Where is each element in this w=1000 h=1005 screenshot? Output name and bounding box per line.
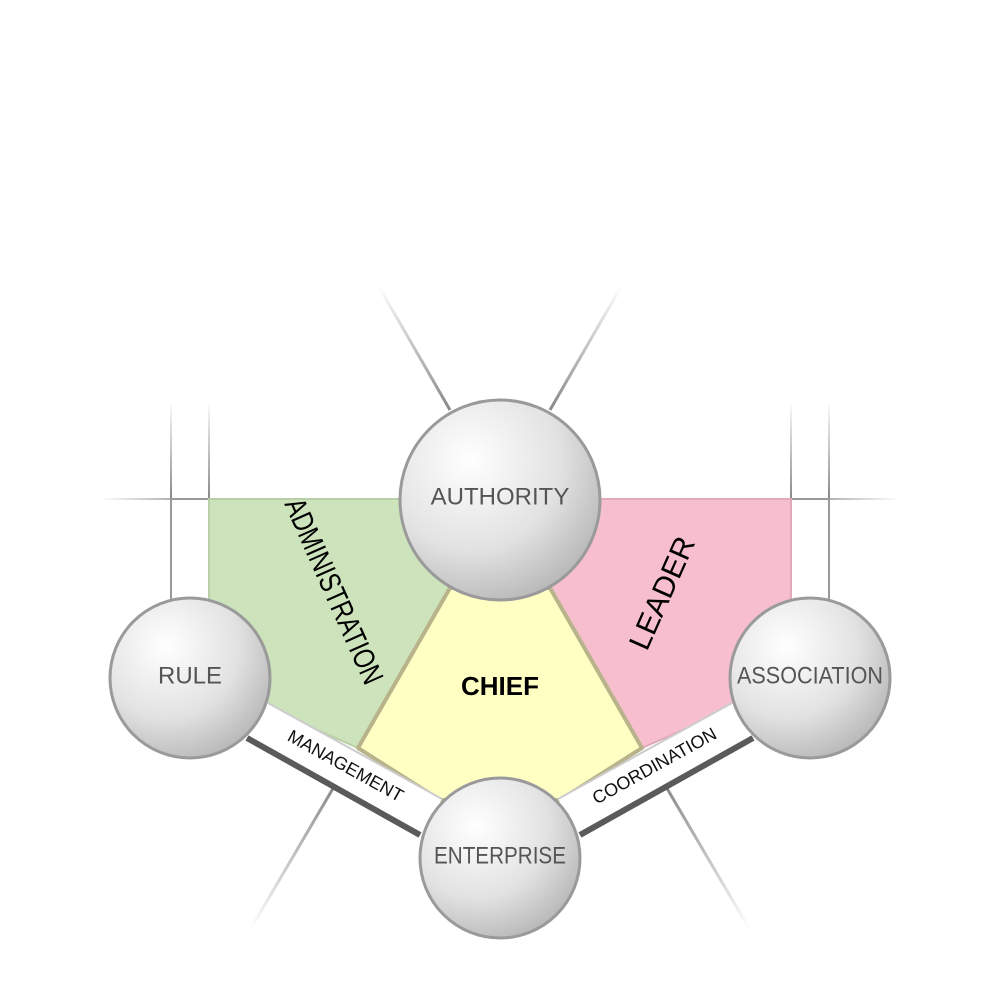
authority-sphere [398,398,602,602]
association-sphere [728,596,892,760]
enterprise-sphere [418,776,582,940]
guide-line [248,784,337,931]
management-band-edge [267,702,443,800]
chief-label: CHIEF [461,671,539,701]
enterprise-label: ENTERPRISE [434,842,566,869]
coordination-band-edge [578,735,755,838]
guide-line [548,284,624,411]
node-authority: AUTHORITY [398,398,602,602]
guide-line [376,284,452,411]
node-association: ASSOCIATION [728,596,892,760]
coordination-band-edge [557,702,733,800]
coordination-band [558,703,753,835]
node-enterprise: ENTERPRISE [418,776,582,940]
management-band-edge [245,735,422,838]
rule-sphere [108,596,272,760]
authority-label: AUTHORITY [431,483,570,510]
rule-label: RULE [158,662,222,689]
management-band [247,703,442,835]
guide-line [663,784,752,931]
rule-connector [170,498,210,610]
node-rule: RULE [108,596,272,760]
association-connector [790,498,830,610]
association-label: ASSOCIATION [737,662,883,689]
